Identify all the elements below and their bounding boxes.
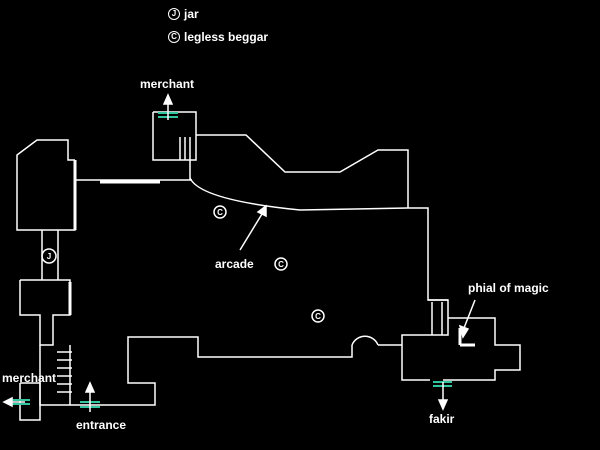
beggar-marker-letter: C <box>315 312 321 321</box>
beggar-marker-icon: C <box>168 31 180 43</box>
label-merchant-top: merchant <box>140 77 195 91</box>
wall-entrance-room <box>20 382 100 406</box>
label-phial: phial of magic <box>468 281 549 295</box>
wall-phial-room <box>443 317 521 381</box>
beggar-marker-icon <box>213 205 227 219</box>
wall-upper-left-building <box>16 139 76 231</box>
wall-arcade-curve <box>189 177 409 211</box>
beggar-marker-letter: C <box>217 208 223 217</box>
stairs-icon <box>57 137 448 393</box>
wall-merchant-room <box>152 111 197 161</box>
jar-marker-icon: J <box>168 8 180 20</box>
label-entrance: entrance <box>76 418 127 432</box>
legend-jar: J jar <box>168 7 199 21</box>
legend-beggar: C legless beggar <box>168 30 268 44</box>
marker-layer <box>41 205 325 323</box>
wall-alcove <box>351 335 379 346</box>
jar-marker-letter: J <box>47 252 51 261</box>
label-merchant-left: merchant <box>2 371 57 385</box>
arrow-icon <box>2 93 476 412</box>
map-walls <box>16 111 521 421</box>
wall-main-hall <box>401 207 449 381</box>
wall-upper-hall <box>196 134 409 208</box>
wall-left-mid-room <box>19 279 71 346</box>
jar-marker-icon <box>41 248 57 264</box>
beggar-marker-icon <box>274 257 288 271</box>
wall-main-bottom-left <box>100 336 353 406</box>
label-arcade: arcade <box>215 257 254 271</box>
beggar-marker-letter: C <box>278 260 284 269</box>
label-fakir: fakir <box>429 412 455 426</box>
beggar-marker-icon <box>311 309 325 323</box>
legend-jar-label: jar <box>184 7 199 21</box>
legend-beggar-label: legless beggar <box>184 30 269 44</box>
